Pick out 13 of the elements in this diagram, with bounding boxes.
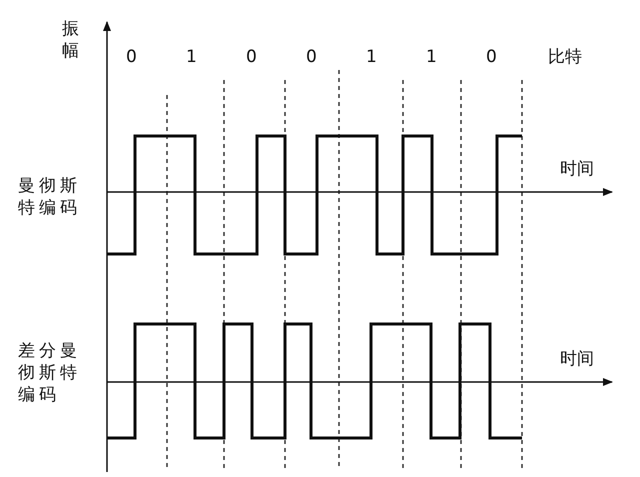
bit-value: 1	[186, 46, 197, 68]
bit-value: 0	[246, 46, 257, 68]
axis-label: 时间	[560, 158, 594, 180]
bit-value: 1	[426, 46, 437, 68]
axis-label: 振幅	[62, 18, 82, 62]
bit-value: 0	[126, 46, 137, 68]
waveform-label: 曼彻斯特编码	[18, 175, 82, 219]
waveform-label: 差分曼彻斯特编码	[18, 340, 82, 406]
bit-value: 1	[366, 46, 377, 68]
axis-label: 比特	[548, 46, 582, 68]
bit-value: 0	[306, 46, 317, 68]
bit-value: 0	[486, 46, 497, 68]
axis-label: 时间	[560, 348, 594, 370]
